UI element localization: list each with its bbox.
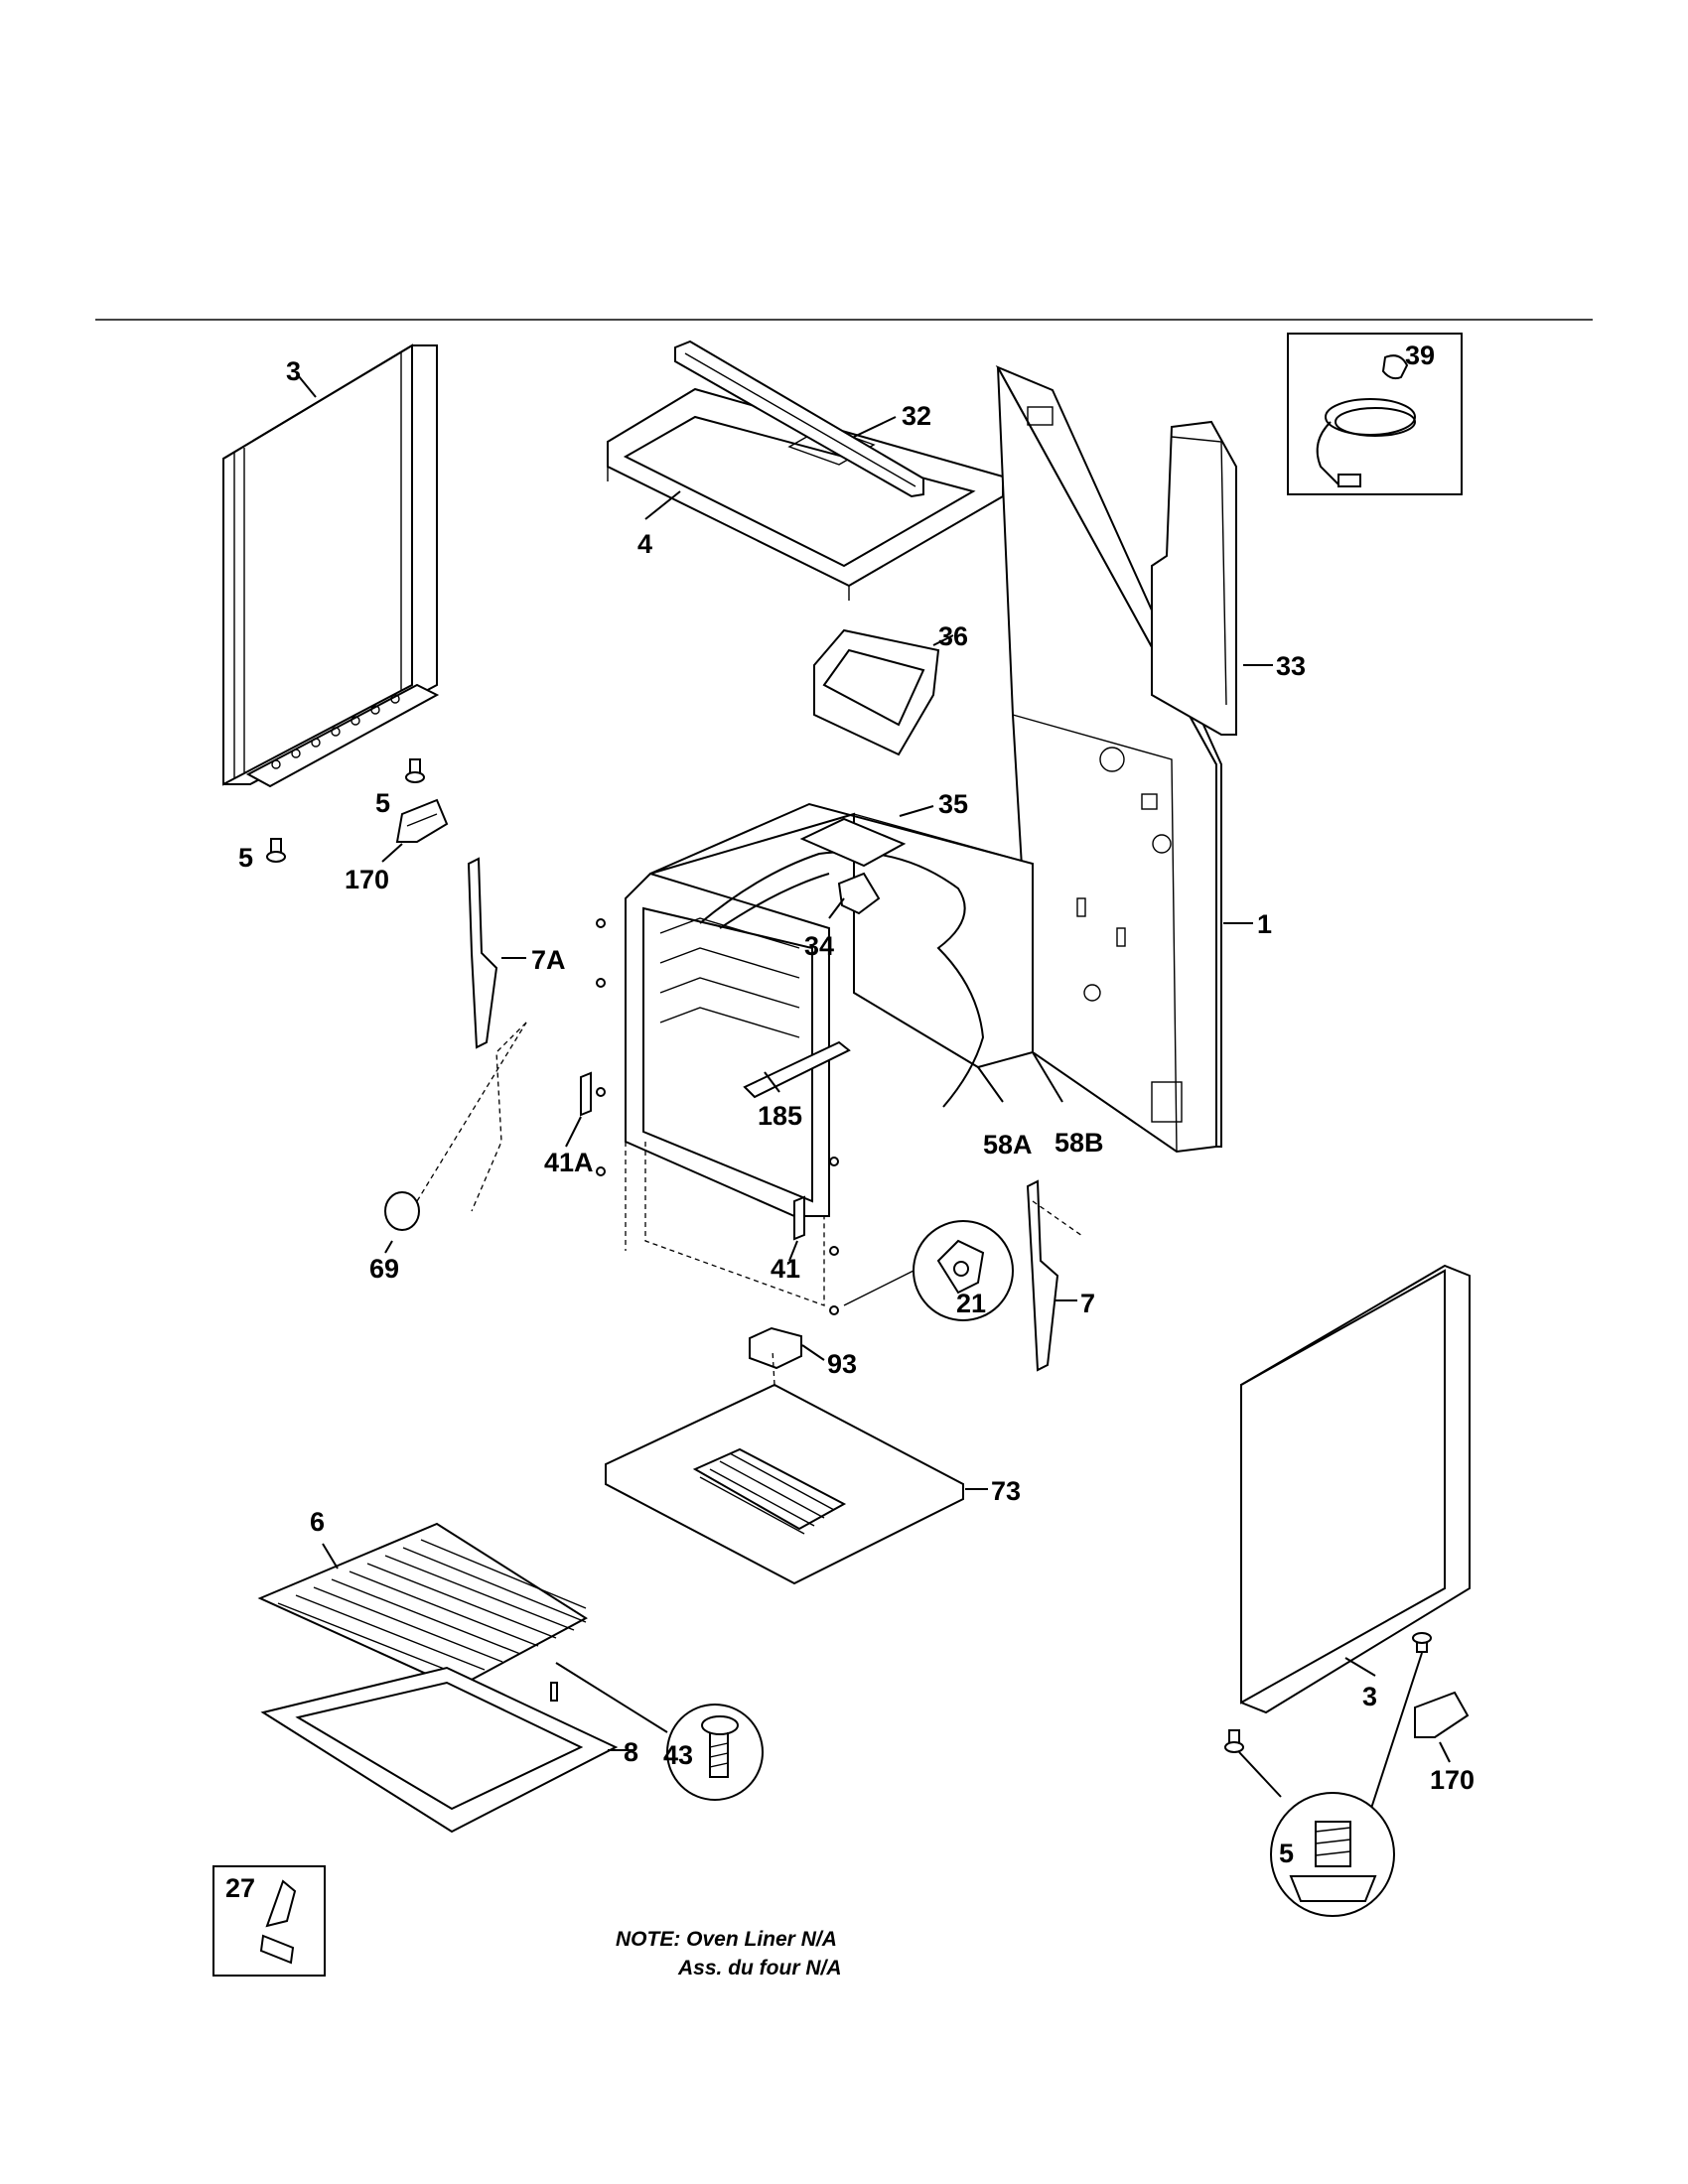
top-brace: [674, 340, 924, 498]
heat-shield-33: [1151, 420, 1273, 736]
vent-duct-34: [828, 872, 881, 919]
leveling-leg-right-a: [1364, 1632, 1432, 1828]
inset-21: [843, 1220, 1014, 1321]
label-p39: 39: [1405, 341, 1435, 370]
leveling-leg-right-b: [1224, 1729, 1282, 1798]
anti-tip-bracket-right: [1414, 1691, 1470, 1763]
label-p8: 8: [624, 1737, 638, 1767]
bottom-panel-73: [605, 1349, 988, 1585]
note-line-2: Ass. du four N/A: [677, 1957, 842, 1979]
inset-27: [212, 1865, 326, 1977]
label-p35: 35: [938, 789, 968, 819]
label-p6: 6: [310, 1507, 325, 1537]
label-p41a: 41A: [544, 1148, 594, 1177]
drawer-part-93: [749, 1326, 825, 1370]
label-p41: 41: [771, 1254, 800, 1284]
label-p5-left-b: 5: [238, 843, 253, 873]
hinge-7: [1026, 1179, 1077, 1372]
leveling-leg-left-a: [405, 758, 425, 783]
oven-rack-6: [257, 1522, 588, 1690]
label-p27: 27: [225, 1873, 255, 1903]
label-p5-left-a: 5: [375, 788, 390, 818]
broiler-pan-8: [260, 1666, 635, 1834]
anti-tip-bracket-left: [381, 798, 449, 863]
label-p21: 21: [956, 1289, 986, 1318]
inset-43: [550, 1662, 764, 1801]
hinge-receptacle-41: [788, 1195, 805, 1262]
hinge-7a: [467, 857, 526, 1049]
label-p69: 69: [369, 1254, 399, 1284]
top-frame: [607, 387, 1004, 601]
right-side-panel: [1240, 1264, 1471, 1714]
label-p58a: 58A: [983, 1130, 1033, 1160]
label-p1: 1: [1257, 909, 1272, 939]
left-side-panel: [222, 343, 440, 788]
door-dashed-outline: [471, 1022, 1083, 1237]
label-p185: 185: [758, 1101, 802, 1131]
oven-vent-36: [813, 628, 954, 756]
label-p32: 32: [902, 401, 931, 431]
light-lens-69: [384, 1022, 527, 1254]
label-p43: 43: [663, 1740, 693, 1770]
inset-5-leg: [1270, 1792, 1395, 1917]
insulation-lines: [977, 1051, 1063, 1103]
label-p170-right: 170: [1430, 1765, 1475, 1795]
label-p170-left: 170: [345, 865, 389, 894]
label-p3-right: 3: [1362, 1682, 1377, 1711]
label-p33: 33: [1276, 651, 1306, 681]
label-p58b: 58B: [1055, 1128, 1104, 1158]
leveling-leg-left-b: [266, 838, 286, 863]
label-p36: 36: [938, 621, 968, 651]
power-cord-inset: [1287, 333, 1463, 495]
label-p3-left: 3: [286, 356, 301, 386]
element-185: [743, 1040, 851, 1099]
label-p73: 73: [991, 1476, 1021, 1506]
note-line-1: NOTE: Oven Liner N/A: [616, 1928, 837, 1951]
back-panel: [995, 364, 1253, 1154]
label-p4: 4: [637, 529, 652, 559]
vent-bracket-35: [799, 805, 934, 868]
label-p34: 34: [804, 931, 834, 961]
hinge-receptacle-41a: [565, 1071, 592, 1148]
label-p93: 93: [827, 1349, 857, 1379]
label-p5-inset: 5: [1279, 1839, 1294, 1868]
label-p7: 7: [1080, 1289, 1095, 1318]
label-p7a: 7A: [531, 945, 566, 975]
